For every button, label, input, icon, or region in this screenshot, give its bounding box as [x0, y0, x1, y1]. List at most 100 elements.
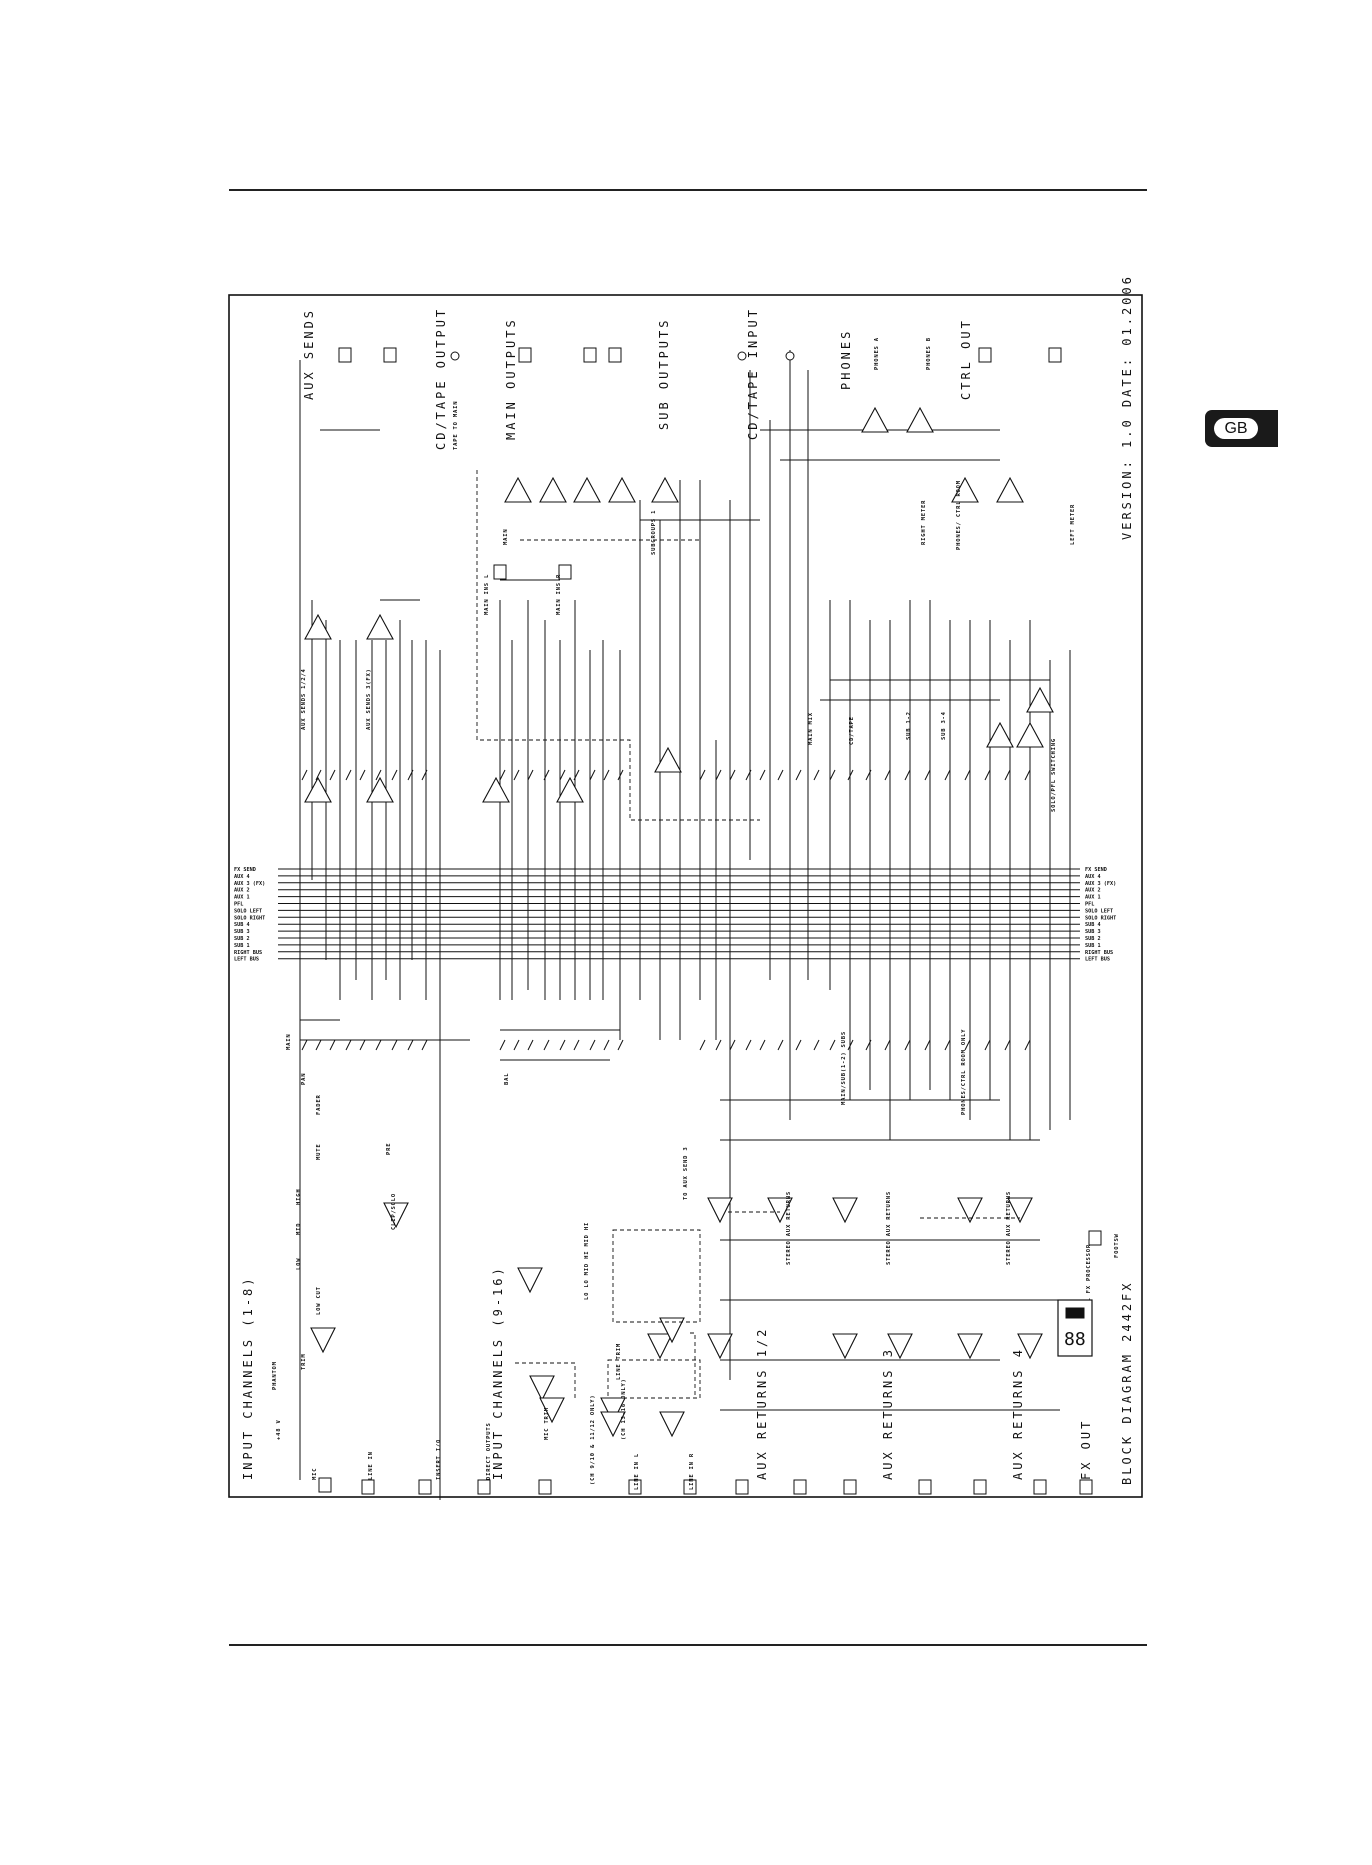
amplifier-triangle — [906, 406, 934, 433]
amplifier-triangle — [517, 1267, 543, 1294]
section-cd-tape-output: CD/TAPE OUTPUT — [434, 307, 448, 450]
diagram-title: BLOCK DIAGRAM 2442FX — [1120, 1281, 1134, 1486]
amplifier-triangle — [504, 476, 532, 503]
routing-switch — [301, 769, 308, 1051]
routing-switch — [589, 769, 596, 1051]
section-aux-returns-12: AUX RETURNS 1/2 — [755, 1327, 769, 1480]
label-clip-solo-1: CLIP/SOLO — [391, 1193, 397, 1230]
amplifier-triangle — [659, 1411, 685, 1438]
label-stereo-aux-returns-3: STEREO AUX RETURNS — [1006, 1191, 1012, 1265]
label-main-1: MAIN — [286, 1034, 292, 1050]
jack-connector — [1079, 1479, 1093, 1495]
amplifier-triangle — [608, 476, 636, 503]
routing-switch — [391, 769, 398, 1051]
jack-connector — [1033, 1479, 1047, 1495]
jack-connector — [973, 1479, 987, 1495]
amplifier-triangle — [767, 1197, 793, 1224]
bus-label-left: LEFT BUS — [234, 957, 259, 963]
routing-switch — [499, 769, 506, 1051]
label-pre-1: PRE — [386, 1143, 392, 1155]
jack-connector — [450, 351, 460, 361]
routing-switch — [944, 769, 951, 1051]
routing-switch — [345, 769, 352, 1051]
label-mute-1: MUTE — [316, 1144, 322, 1160]
bus-label-left: AUX 3 (FX) — [234, 881, 265, 887]
label-sub12: SUB 1-2 — [906, 711, 912, 740]
diagram-version: VERSION: 1.0 DATE: 01.2006 — [1120, 274, 1134, 540]
jack-connector — [538, 1479, 552, 1495]
switch-symbols — [301, 769, 1031, 1051]
amplifier-triangle — [573, 476, 601, 503]
routing-switch — [543, 769, 550, 1051]
jack-connector — [608, 347, 622, 363]
routing-switch — [745, 769, 752, 1051]
top-rule — [229, 189, 1147, 191]
routing-switch — [829, 769, 836, 1051]
routing-switch — [759, 769, 766, 1051]
jack-connector — [785, 351, 795, 361]
bus-label-left: SOLO LEFT — [234, 908, 262, 914]
bus-label-right: AUX 2 — [1085, 888, 1101, 894]
routing-switch — [513, 769, 520, 1051]
amplifier-triangle — [659, 1317, 685, 1344]
label-phones-a: PHONES A — [874, 337, 880, 370]
routing-switch — [865, 769, 872, 1051]
amplifier-triangle — [556, 776, 584, 803]
amplifier-triangle — [996, 476, 1024, 503]
label-right-meter: RIGHT METER — [921, 500, 927, 545]
label-eq-stereo: LO LO MID HI MID HI — [584, 1222, 590, 1300]
routing-switch — [359, 769, 366, 1051]
routing-switch — [407, 769, 414, 1051]
bus-label-left: FX SEND — [234, 867, 256, 873]
bus-label-left: SUB 3 — [234, 929, 250, 935]
label-mic-trim: MIC TRIM — [544, 1407, 550, 1440]
label-48v-1: +48 V — [276, 1419, 282, 1440]
amplifier-triangle — [832, 1197, 858, 1224]
label-ch-note-b: (CH 13-16 ONLY) — [621, 1378, 627, 1440]
section-sub-outputs: SUB OUTPUTS — [657, 318, 671, 430]
jack-connector — [1048, 347, 1062, 363]
label-insert: INSERT I/O — [436, 1439, 442, 1480]
label-fader-1: FADER — [316, 1094, 322, 1115]
routing-switch — [729, 769, 736, 1051]
label-main: MAIN — [503, 529, 509, 545]
label-subgroups: SUBGROUPS 1 — [651, 510, 657, 555]
amplifier-triangle — [986, 721, 1014, 748]
amplifier-triangle — [383, 1202, 409, 1229]
routing-switch — [329, 769, 336, 1051]
routing-switch — [617, 769, 624, 1051]
label-phantom-1: PHANTOM — [272, 1361, 278, 1390]
jack-connector — [737, 351, 747, 361]
label-stereo-aux-returns-1: STEREO AUX RETURNS — [786, 1191, 792, 1265]
amplifier-triangle — [304, 776, 332, 803]
label-direct-outputs: DIRECT OUTPUTS — [486, 1422, 492, 1480]
amplifier-triangle — [707, 1197, 733, 1224]
bus-label-left: AUX 1 — [234, 895, 250, 901]
bus-label-left: AUX 4 — [234, 874, 250, 880]
label-main-sub: MAIN/SUB(1-2) SUBS — [841, 1031, 847, 1105]
amplifier-triangle — [957, 1333, 983, 1360]
label-ch-note-a: (CH 9/10 & 11/12 ONLY) — [590, 1395, 596, 1485]
routing-switch — [964, 769, 971, 1051]
bus-label-right: SUB 3 — [1085, 929, 1101, 935]
jack-connector — [558, 564, 572, 580]
bus-label-left: SOLO RIGHT — [234, 915, 265, 921]
label-line-in-l: LINE IN L — [634, 1453, 640, 1490]
routing-switch — [699, 769, 706, 1051]
label-left-meter: LEFT METER — [1070, 504, 1076, 545]
amplifier-triangle — [707, 1333, 733, 1360]
bottom-rule — [229, 1644, 1147, 1646]
label-low-cut-1: LOW CUT — [316, 1286, 322, 1315]
language-label: GB — [1214, 418, 1258, 439]
label-high: HIGH — [296, 1189, 302, 1205]
section-ctrl-out: CTRL OUT — [959, 318, 973, 400]
bus-label-right: AUX 3 (FX) — [1085, 881, 1116, 887]
label-sub34: SUB 3-4 — [941, 711, 947, 740]
bus-label-left: AUX 2 — [234, 888, 250, 894]
routing-switch — [847, 769, 854, 1051]
jack-connector — [361, 1479, 375, 1495]
routing-switch — [1004, 769, 1011, 1051]
label-phones-ctrl-room: PHONES/ CTRL ROOM — [956, 480, 962, 550]
jack-connector — [918, 1479, 932, 1495]
